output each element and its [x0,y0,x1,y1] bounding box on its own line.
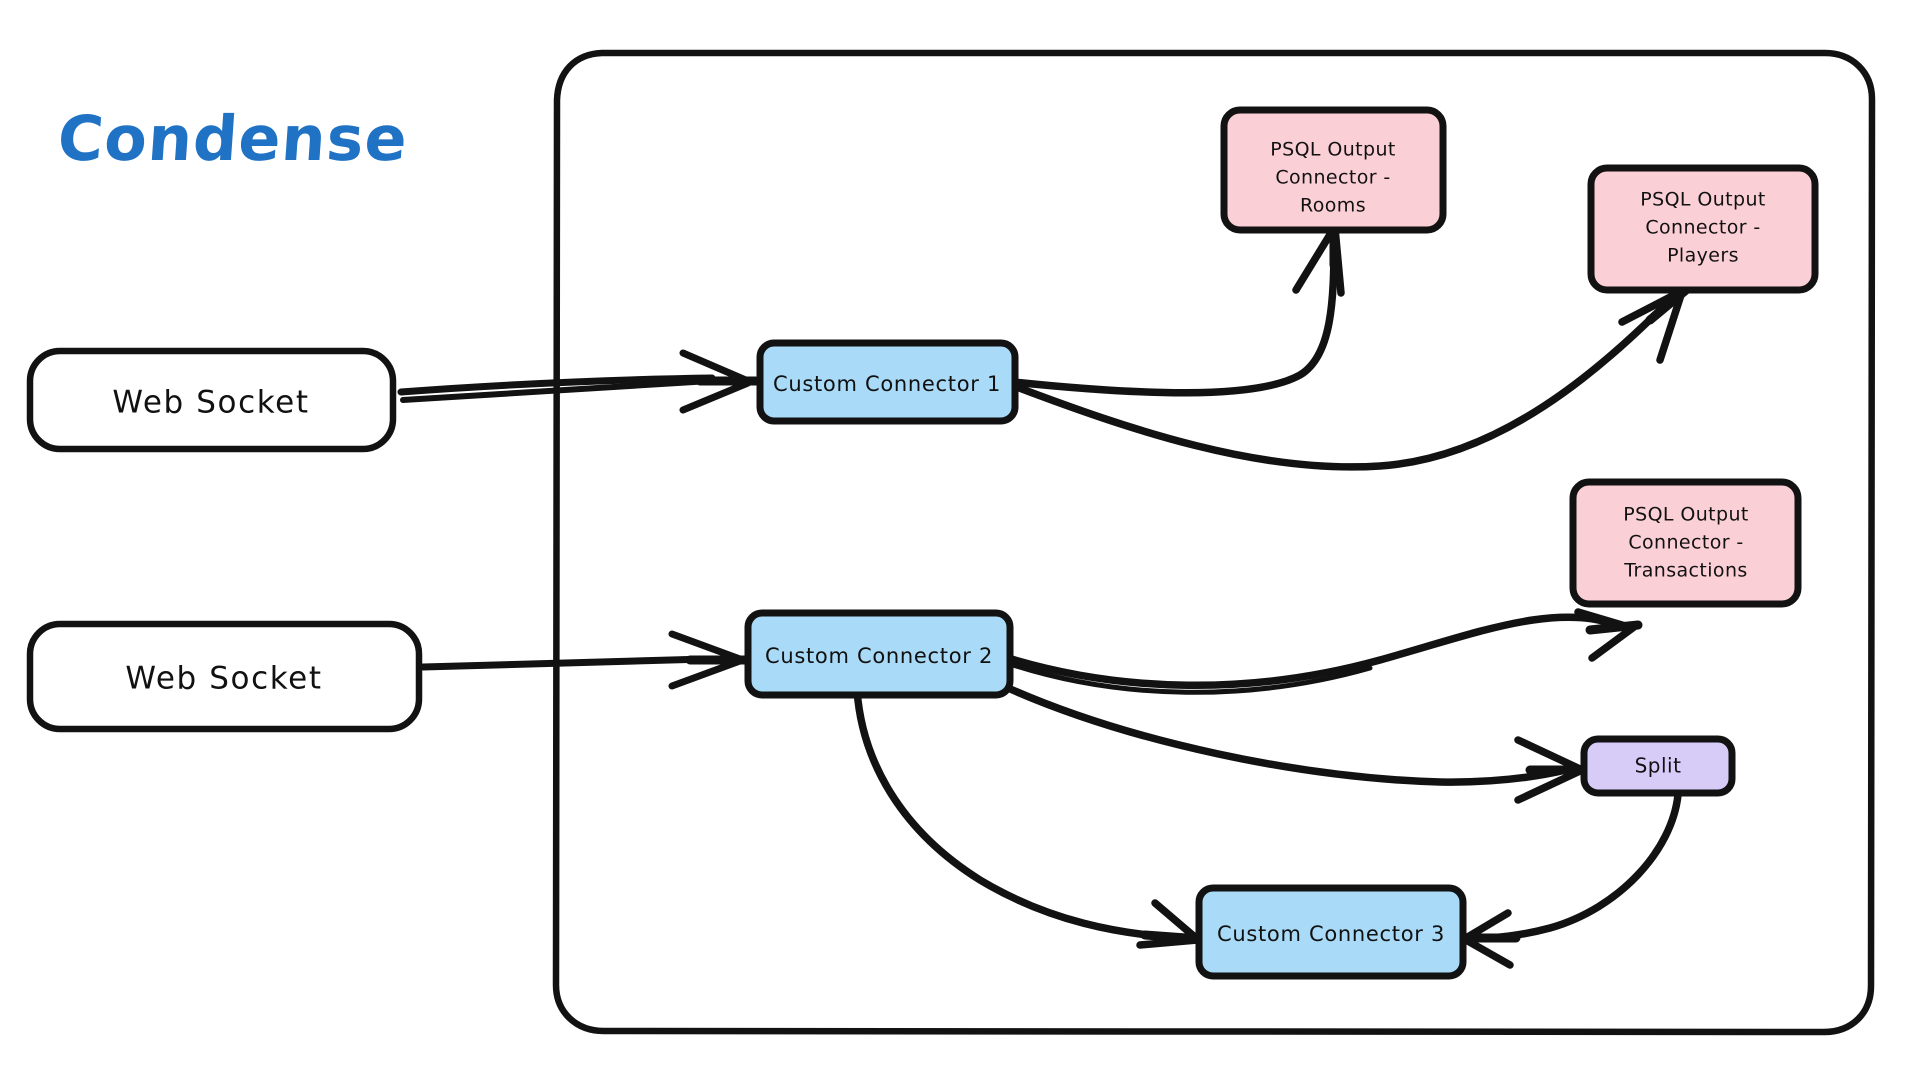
edge-split-to-cc3 [1457,791,1682,969]
node-psql-rooms[interactable]: PSQL Output Connector - Rooms [1220,106,1447,234]
edge-ws2-to-cc2 [419,630,751,690]
edge-ws1-to-cc1 [397,349,761,414]
edge-cc2-to-split [1004,684,1593,804]
node-custom-connector-1[interactable]: Custom Connector 1 [756,339,1019,425]
edge-cc2-to-transactions [1004,608,1643,695]
edge-cc1-to-rooms [1009,221,1345,397]
edge-cc1-to-players [1010,285,1691,471]
node-custom-connector-3[interactable]: Custom Connector 3 [1195,884,1467,980]
node-split[interactable]: Split [1580,735,1736,797]
node-custom-connector-2[interactable]: Custom Connector 2 [744,609,1014,699]
diagram-title: Condense [55,102,411,175]
node-web-socket-1[interactable]: Web Socket [26,347,397,453]
node-psql-players[interactable]: PSQL Output Connector - Players [1587,164,1819,294]
edge-cc2-to-cc3 [853,686,1205,949]
pipeline-container [552,49,1876,1036]
node-web-socket-2[interactable]: Web Socket [26,620,423,733]
node-psql-transactions[interactable]: PSQL Output Connector - Transactions [1569,478,1802,608]
